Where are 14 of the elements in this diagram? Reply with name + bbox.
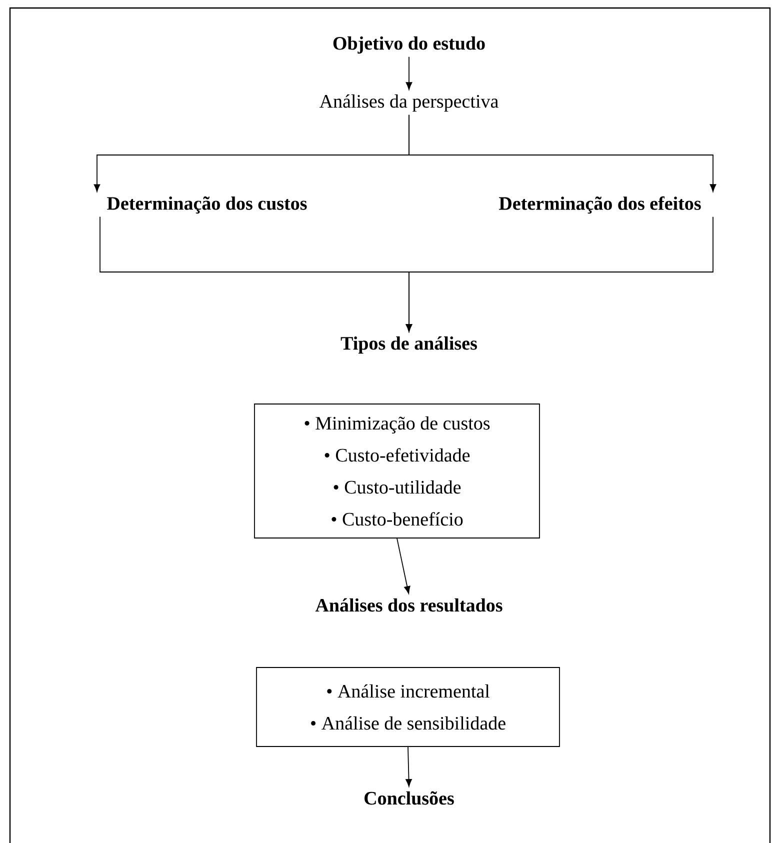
heading-text: Tipos de análises [340,336,477,354]
arrow [396,538,410,594]
arrow [408,114,716,192]
arrow [406,746,412,787]
heading-text: Determinação dos efeitos [499,196,701,214]
arrow [406,216,714,332]
list-box: • Análise incremental • Análise de sensibilidade [256,667,560,747]
heading-text: Conclusões [364,791,454,805]
heading-text: Determinação dos custos [107,196,307,214]
heading-text: Análises dos resultados [315,598,502,612]
arrow [406,56,412,90]
heading-text: Objetivo do estudo [333,36,485,54]
step-text: Análises da perspectiva [320,94,498,112]
list-box: • Minimização de custos • Custo-efetividade • Custo-utilidade • Custo-benefício [254,404,540,538]
